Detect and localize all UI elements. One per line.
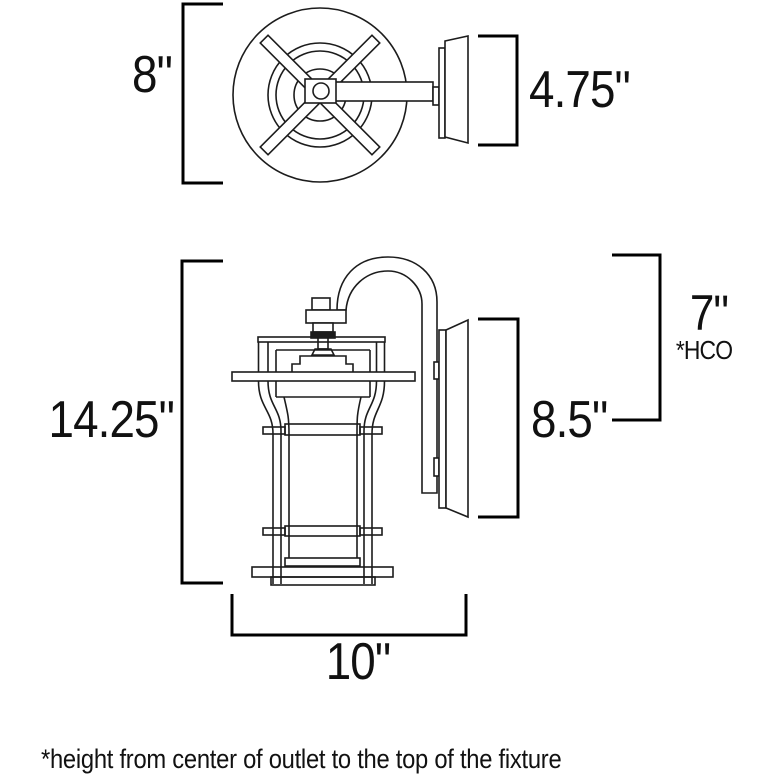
dim-label-top-view-height: 8" bbox=[132, 46, 173, 104]
backplate-top bbox=[438, 35, 469, 145]
wall-backplate bbox=[433, 318, 469, 519]
gooseneck-arm bbox=[336, 256, 438, 494]
mounting-arm-top bbox=[304, 78, 440, 106]
front-view-drawing bbox=[231, 256, 469, 586]
dim-label-hco: *HCO bbox=[675, 335, 733, 365]
dim-label-fixture-width: 10" bbox=[325, 633, 391, 691]
upper-housing bbox=[275, 349, 371, 398]
dim-label-fixture-height: 14.25" bbox=[48, 391, 175, 449]
footnote-text: *height from center of outlet to the top… bbox=[41, 744, 562, 774]
dimension-brackets bbox=[180, 2, 662, 637]
bracket-10in bbox=[230, 594, 468, 637]
glass-body bbox=[283, 396, 362, 558]
dim-label-backplate-width: 4.75" bbox=[529, 61, 631, 119]
housing-step bbox=[291, 355, 354, 372]
dim-label-outlet-to-top: 7" bbox=[689, 285, 729, 341]
bracket-14-25in bbox=[180, 259, 223, 585]
lantern-cage bbox=[257, 336, 386, 584]
bracket-8in bbox=[181, 2, 223, 185]
roof-plate bbox=[231, 371, 416, 382]
mid-band bbox=[262, 525, 383, 537]
bracket-4-75in bbox=[478, 34, 519, 147]
upper-band bbox=[262, 423, 383, 436]
top-view-drawing bbox=[232, 7, 469, 183]
bracket-7in bbox=[612, 253, 662, 422]
bottom-cap bbox=[270, 576, 376, 586]
finial-mount bbox=[305, 297, 347, 356]
bracket-8-5in bbox=[478, 317, 520, 519]
dim-label-backplate-height: 8.5" bbox=[531, 391, 608, 449]
glass-bottom-rim bbox=[284, 557, 361, 567]
